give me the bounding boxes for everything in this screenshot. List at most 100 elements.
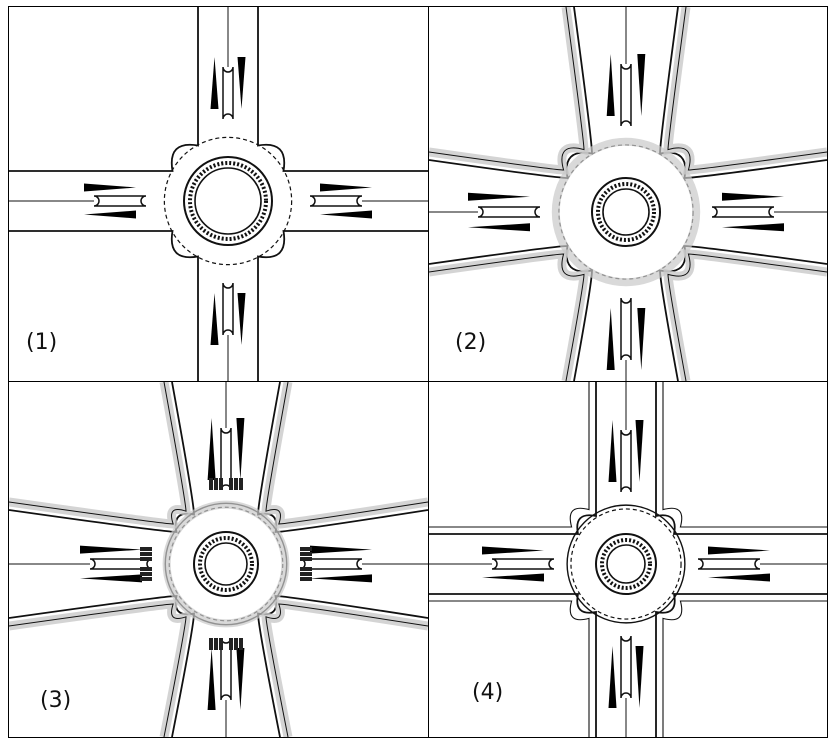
verge-edge bbox=[265, 603, 428, 737]
central-island bbox=[183, 156, 273, 246]
verge-edge bbox=[429, 7, 585, 171]
panel-label-1: (1) bbox=[26, 330, 58, 355]
arrow-icon bbox=[210, 57, 219, 109]
vertical-divider bbox=[428, 6, 429, 738]
road-edge-corner bbox=[659, 7, 827, 179]
shaded-verge bbox=[261, 382, 428, 529]
panel-roundabout-1 bbox=[9, 7, 428, 381]
central-island bbox=[591, 177, 661, 247]
arrow-icon bbox=[310, 574, 372, 583]
arrow-icon bbox=[468, 192, 530, 201]
road-edge-corner bbox=[429, 7, 593, 179]
arrow-icon bbox=[722, 192, 784, 201]
arrow-icon bbox=[84, 210, 136, 219]
arrow-icon bbox=[207, 418, 216, 480]
island-inner bbox=[204, 542, 248, 586]
circulatory-ring bbox=[566, 504, 686, 624]
splitter-island bbox=[89, 558, 153, 570]
crossing-stripe bbox=[239, 478, 243, 490]
arrow-icon bbox=[210, 293, 219, 345]
splitter-island bbox=[620, 635, 632, 699]
crossing-stripe bbox=[234, 638, 238, 650]
road-edge-corner bbox=[257, 230, 428, 381]
arrow-icon bbox=[320, 210, 372, 219]
road-edge-corner bbox=[429, 245, 593, 381]
crossing-stripe bbox=[300, 557, 312, 561]
road-edge-corner bbox=[655, 382, 827, 535]
shaded-verge bbox=[663, 249, 827, 381]
crossing-stripe bbox=[219, 478, 223, 490]
arrow-icon bbox=[80, 574, 142, 583]
crossing-stripe bbox=[300, 572, 312, 576]
road-edge-corner bbox=[9, 382, 195, 533]
verge-edge bbox=[9, 382, 187, 525]
road-edge-corner bbox=[9, 7, 199, 172]
crossing-stripe bbox=[214, 478, 218, 490]
arrow-icon bbox=[468, 223, 530, 232]
arrow-icon bbox=[84, 183, 136, 192]
splitter-island bbox=[477, 206, 541, 218]
road-edge-corner bbox=[655, 593, 827, 737]
arrow-icon bbox=[635, 646, 644, 708]
arrow-icon bbox=[708, 546, 770, 555]
arrow-icon bbox=[606, 54, 615, 116]
left-border bbox=[8, 6, 9, 738]
crossing-stripe bbox=[209, 478, 213, 490]
arrow-icon bbox=[708, 573, 770, 582]
island-inner bbox=[602, 188, 650, 236]
road-edge-corner bbox=[659, 245, 827, 381]
horizontal-divider bbox=[8, 381, 828, 382]
splitter-island bbox=[222, 66, 234, 120]
central-island bbox=[595, 533, 657, 595]
road-edge-corner bbox=[257, 382, 428, 533]
splitter-island bbox=[620, 63, 632, 127]
crossing-stripe bbox=[209, 638, 213, 650]
crossing-stripe bbox=[214, 638, 218, 650]
road-edge-corner bbox=[429, 593, 597, 737]
road-edge-corner bbox=[429, 382, 597, 535]
panel-roundabout-3 bbox=[9, 382, 428, 737]
arrow-icon bbox=[608, 646, 617, 708]
splitter-island bbox=[220, 427, 232, 491]
road-outer-edge bbox=[662, 382, 827, 528]
road-edge-corner bbox=[9, 230, 199, 381]
circulatory-dashed-ring bbox=[570, 508, 682, 620]
panel-label-3: (3) bbox=[40, 688, 72, 713]
island-inner bbox=[606, 544, 646, 584]
crossing-stripe bbox=[219, 638, 223, 650]
arrow-icon bbox=[310, 545, 372, 554]
splitter-island bbox=[491, 558, 555, 570]
crossing-stripe bbox=[300, 577, 312, 581]
road-edge-corner bbox=[257, 7, 428, 172]
verge-edge bbox=[9, 603, 187, 737]
splitter-island bbox=[309, 195, 363, 207]
shaded-verge bbox=[429, 249, 589, 381]
road-outer-edge bbox=[429, 600, 590, 737]
crossing-stripe bbox=[229, 638, 233, 650]
crossing-stripe bbox=[140, 567, 152, 571]
island-apron bbox=[600, 538, 652, 590]
shaded-verge bbox=[261, 599, 428, 737]
arrow-icon bbox=[320, 183, 372, 192]
arrow-icon bbox=[482, 546, 544, 555]
arrow-icon bbox=[637, 308, 646, 370]
crossing-stripe bbox=[140, 547, 152, 551]
road-edge-corner bbox=[9, 595, 195, 737]
arrow-icon bbox=[237, 57, 246, 109]
arrow-icon bbox=[608, 420, 617, 482]
verge-edge bbox=[667, 7, 827, 171]
crossing-stripe bbox=[300, 547, 312, 551]
verge-edge bbox=[429, 253, 585, 381]
arrow-icon bbox=[482, 573, 544, 582]
splitter-island bbox=[93, 195, 147, 207]
arrow-icon bbox=[207, 648, 216, 710]
central-island bbox=[193, 531, 259, 597]
arrow-icon bbox=[236, 418, 245, 480]
island-inner bbox=[194, 167, 262, 235]
arrow-icon bbox=[237, 293, 246, 345]
shaded-verge bbox=[9, 599, 191, 737]
bottom-border bbox=[8, 737, 828, 738]
crossing-stripe bbox=[140, 577, 152, 581]
splitter-island bbox=[222, 282, 234, 336]
